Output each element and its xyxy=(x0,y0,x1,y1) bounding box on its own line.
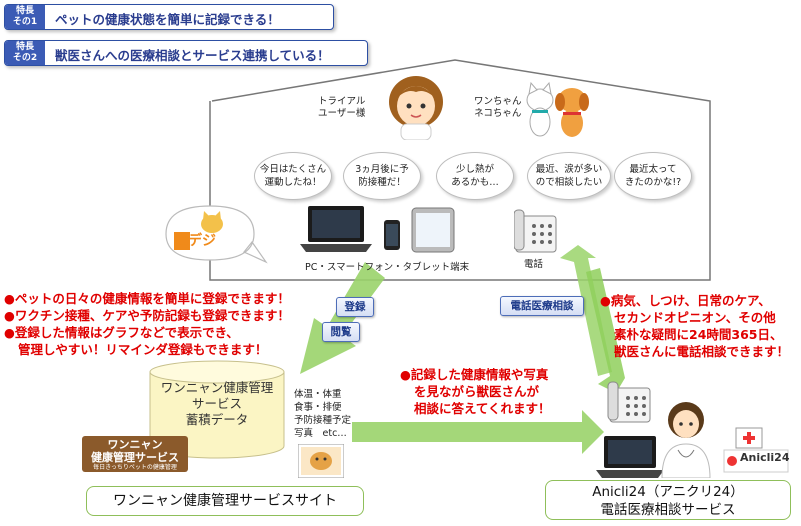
wannyan-logo-sub: 毎日きっちりペットの健康管理 xyxy=(93,464,177,471)
speech-bubble-1: 今日はたくさん運動したね！ xyxy=(254,152,332,200)
user-label-line2: ユーザー様 xyxy=(318,108,366,119)
center-notes: ●記録した健康情報や写真 を見ながら獣医さんが 相談に答えてくれます！ xyxy=(400,366,551,417)
phone-label: 電話 xyxy=(524,259,544,270)
speech-bubble-4-line1: 最近、涙が多い xyxy=(535,164,603,175)
center-note-3-text: 相談に答えてくれます！ xyxy=(414,401,551,416)
wannyan-logo-line2: 健康管理サービス xyxy=(91,451,179,464)
speech-bubble-2: 3ヵ月後に予防接種だ！ xyxy=(343,152,421,200)
data-item-2: 食事・排便 xyxy=(294,402,342,413)
vet-laptop-icon xyxy=(596,436,664,478)
left-note-3-text: 登録した情報はグラフなどで表示でき、 xyxy=(14,325,239,340)
data-items: 体温・体重 食事・排便 予防接種予定 写真 etc… xyxy=(294,388,351,440)
speech-bubble-5-line1: 最近太って xyxy=(629,164,677,175)
feature-2-tag: 特長 その2 xyxy=(5,41,45,65)
wannyan-logo-line1: ワンニャン xyxy=(107,438,163,451)
speech-bubble-5-line2: きたのかな!? xyxy=(624,177,682,188)
anicli-label-line1: Anicli24（アニクリ24） xyxy=(592,484,744,500)
devices-label: PC・スマートフォン・タブレット端末 xyxy=(305,262,470,273)
right-note-1-text: 病気、しつけ、日常のケア、 xyxy=(610,293,771,308)
database-label-line3: 蓄積データ xyxy=(185,412,249,427)
iedeji-logo-text: 家デジ xyxy=(174,233,216,249)
vet-phone-icon xyxy=(607,381,651,423)
wannyan-logo: ワンニャン 健康管理サービス 毎日きっちりペットの健康管理 xyxy=(82,436,188,472)
feature-1-text: ペットの健康状態を簡単に記録できる！ xyxy=(55,12,280,27)
left-note-1: ●ペットの日々の健康情報を簡単に登録できます！ xyxy=(4,291,290,306)
right-notes: ●病気、しつけ、日常のケア、 セカンドオピニオン、その他 素朴な疑問に24時間3… xyxy=(600,292,789,360)
speech-bubble-4-line2: ので相談したい xyxy=(535,177,603,188)
right-note-2-text: セカンドオピニオン、その他 xyxy=(614,310,776,325)
feature-1-tag-line1: 特長 xyxy=(15,6,34,16)
data-item-1: 体温・体重 xyxy=(294,389,342,400)
right-note-3: 素朴な疑問に24時間365日、 xyxy=(600,326,789,343)
center-note-2-text: を見ながら獣医さんが xyxy=(414,384,540,399)
feature-2: 特長 その2 獣医さんへの医療相談とサービス連携している！ xyxy=(4,40,368,66)
user-label-line1: トライアル xyxy=(318,96,366,107)
phone-up-arrow xyxy=(560,245,612,376)
left-notes: ●ペットの日々の健康情報を簡単に登録できます！ ●ワクチン接種、ケアや予防記録も… xyxy=(4,290,290,358)
feature-1-tag-line2: その1 xyxy=(12,17,38,27)
register-arrow xyxy=(300,262,385,374)
anicli-logo xyxy=(723,427,789,473)
speech-bubble-3-line1: 少し熱が xyxy=(455,164,494,175)
right-note-1: ●病気、しつけ、日常のケア、 xyxy=(600,293,771,308)
phone-consult-label: 電話医療相談 xyxy=(500,296,584,316)
vet-doctor-icon xyxy=(661,402,711,478)
pet-label-line1: ワンちゃん xyxy=(474,96,522,107)
center-note-1-text: 記録した健康情報や写真 xyxy=(410,367,549,382)
dog-photo-icon xyxy=(298,444,344,478)
site-label-box: ワンニャン健康管理サービスサイト xyxy=(86,486,364,516)
iedeji-logo-bubble xyxy=(165,205,268,264)
feature-2-tag-line1: 特長 xyxy=(15,42,34,52)
register-label: 登録 xyxy=(336,297,374,317)
phone-down-arrow xyxy=(586,268,625,393)
feature-2-tag-line2: その2 xyxy=(12,53,38,63)
database-label: ワンニャン健康管理 サービス 蓄積データ xyxy=(150,380,284,428)
left-note-2-text: ワクチン接種、ケアや予防記録も登録できます！ xyxy=(14,308,290,323)
anicli-label-line2: 電話医療相談サービス xyxy=(600,502,736,518)
site-label: ワンニャン健康管理サービスサイト xyxy=(113,493,337,509)
left-note-4: 管理しやすい！リマインダ登録もできます！ xyxy=(4,341,290,358)
right-note-4-text: 獣医さんに電話相談できます！ xyxy=(614,344,790,359)
speech-bubble-1-line2: 運動したね！ xyxy=(264,177,322,188)
browse-label: 閲覧 xyxy=(322,322,360,342)
speech-bubble-2-line2: 防接種だ！ xyxy=(358,177,406,188)
right-note-4: 獣医さんに電話相談できます！ xyxy=(600,343,789,360)
anicli-logo-text: Anicli24 xyxy=(740,451,790,464)
user-avatar-icon xyxy=(389,76,443,140)
data-item-4: 写真 etc… xyxy=(294,428,347,439)
right-note-2: セカンドオピニオン、その他 xyxy=(600,309,789,326)
speech-bubble-5: 最近太ってきたのかな!? xyxy=(614,152,692,200)
left-note-4-text: 管理しやすい！リマインダ登録もできます！ xyxy=(18,342,268,357)
feature-1-tag: 特長 その1 xyxy=(5,5,45,29)
speech-bubble-3: 少し熱があるかも… xyxy=(436,152,514,200)
consult-arrow xyxy=(352,410,604,454)
user-label: トライアル ユーザー様 xyxy=(318,96,365,120)
devices-icon xyxy=(300,206,455,253)
right-note-3-text: 素朴な疑問に24時間365日、 xyxy=(614,327,783,342)
left-note-3: ●登録した情報はグラフなどで表示でき、 xyxy=(4,325,239,340)
feature-2-text: 獣医さんへの医療相談とサービス連携している！ xyxy=(55,48,330,63)
database-label-line2: サービス xyxy=(191,396,242,411)
left-note-2: ●ワクチン接種、ケアや予防記録も登録できます！ xyxy=(4,308,290,323)
speech-bubble-1-line1: 今日はたくさん xyxy=(259,164,327,175)
pet-label: ワンちゃん ネコちゃん xyxy=(474,96,522,120)
pets-icon xyxy=(526,81,589,137)
database-label-line1: ワンニャン健康管理 xyxy=(160,380,274,395)
center-note-3: 相談に答えてくれます！ xyxy=(400,400,551,417)
anicli-label-box: Anicli24（アニクリ24） 電話医療相談サービス xyxy=(545,480,791,520)
phone-icon xyxy=(514,209,557,253)
speech-bubble-3-line2: あるかも… xyxy=(451,177,499,188)
feature-1: 特長 その1 ペットの健康状態を簡単に記録できる！ xyxy=(4,4,334,30)
center-note-1: ●記録した健康情報や写真 xyxy=(400,367,549,382)
speech-bubble-2-line1: 3ヵ月後に予 xyxy=(355,164,409,175)
center-note-2: を見ながら獣医さんが xyxy=(400,383,551,400)
speech-bubble-4: 最近、涙が多いので相談したい xyxy=(527,152,611,200)
pet-label-line2: ネコちゃん xyxy=(474,108,522,119)
left-note-1-text: ペットの日々の健康情報を簡単に登録できます！ xyxy=(14,291,290,306)
data-item-3: 予防接種予定 xyxy=(294,415,352,426)
